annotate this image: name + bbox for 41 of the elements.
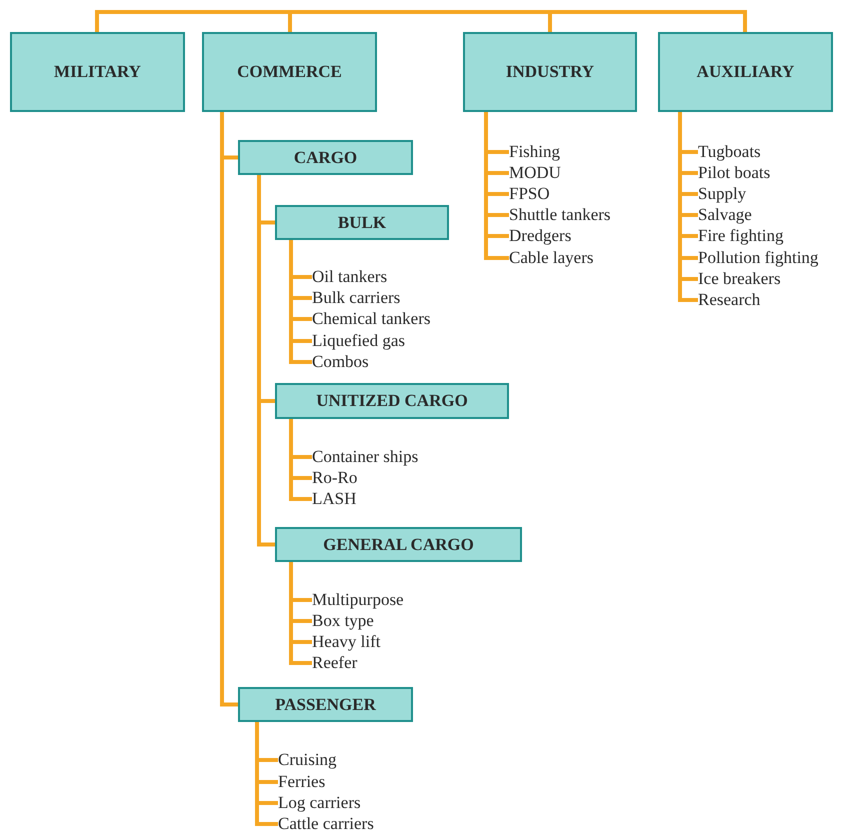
category-box: MILITARY (10, 32, 185, 112)
category-item: Pilot boats (698, 162, 770, 184)
category-item: LASH (312, 488, 356, 510)
category-item: Log carriers (278, 792, 361, 814)
category-box: UNITIZED CARGO (275, 383, 509, 419)
category-box: GENERAL CARGO (275, 527, 522, 562)
category-box: PASSENGER (238, 687, 413, 722)
category-item: Liquefied gas (312, 330, 405, 352)
category-item: Combos (312, 351, 369, 373)
category-item: Ferries (278, 771, 326, 793)
category-item: Heavy lift (312, 631, 380, 653)
category-item: FPSO (509, 183, 550, 205)
category-item: Bulk carriers (312, 287, 400, 309)
category-box: BULK (275, 205, 449, 240)
category-item: Chemical tankers (312, 308, 430, 330)
category-item: Shuttle tankers (509, 204, 611, 226)
category-item: Oil tankers (312, 266, 388, 288)
category-item: Salvage (698, 204, 752, 226)
category-item: Research (698, 289, 760, 311)
category-item: Cattle carriers (278, 813, 374, 834)
category-item: Fishing (509, 141, 560, 163)
category-item: Ro-Ro (312, 467, 358, 489)
connector-line (548, 10, 747, 32)
category-item: Container ships (312, 446, 418, 468)
category-item: Multipurpose (312, 589, 404, 611)
category-item: Supply (698, 183, 746, 205)
category-item: Cruising (278, 749, 337, 771)
category-box: AUXILIARY (658, 32, 833, 112)
category-item: Fire fighting (698, 225, 784, 247)
category-box: INDUSTRY (463, 32, 637, 112)
category-box: COMMERCE (202, 32, 377, 112)
category-item: Pollution fighting (698, 247, 818, 269)
category-item: Dredgers (509, 225, 572, 247)
category-item: Cable layers (509, 247, 594, 269)
connector-line (257, 175, 275, 546)
category-box: CARGO (238, 140, 413, 175)
category-item: Ice breakers (698, 268, 781, 290)
category-item: Reefer (312, 652, 358, 674)
category-item: MODU (509, 162, 561, 184)
category-item: Tugboats (698, 141, 761, 163)
category-item: Box type (312, 610, 374, 632)
